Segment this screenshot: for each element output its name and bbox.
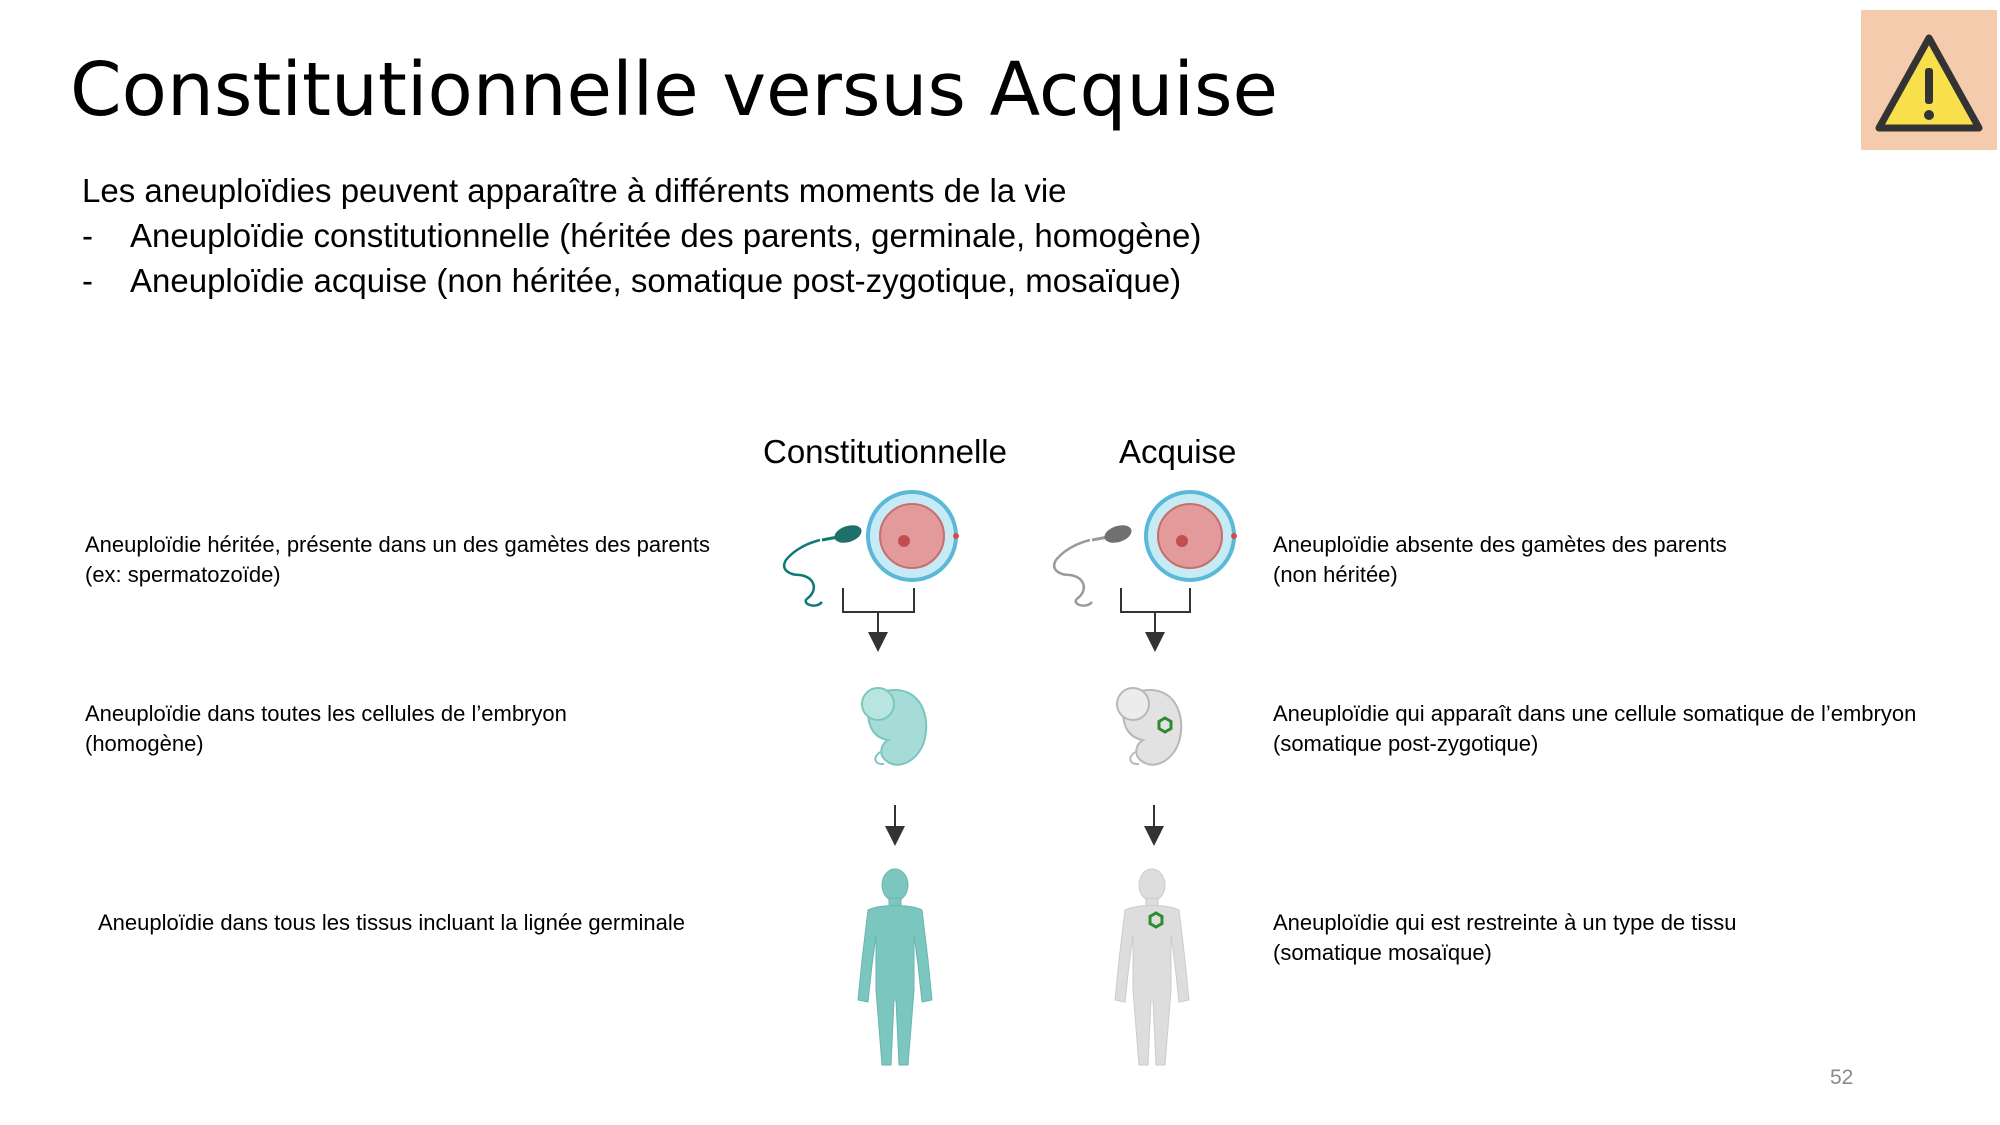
sperm-icon-acquired — [1053, 525, 1132, 607]
right-description-gamete: Aneuploïdie absente des gamètes des pare… — [1273, 532, 1727, 587]
slide-title: Constitutionnelle versus Acquise — [70, 47, 1279, 133]
mutant-tissue-marker-icon — [1148, 911, 1164, 929]
warning-badge — [1861, 10, 1997, 150]
constitutional-fertilization — [783, 490, 959, 652]
page-number: 52 — [1830, 1066, 1854, 1089]
egg-cell-icon-constitutional — [866, 490, 959, 582]
warning-triangle-icon — [1875, 34, 1983, 132]
body-icon-constitutional — [857, 868, 933, 1066]
sperm-icon-constitutional — [783, 525, 862, 607]
right-description-embryo: Aneuploïdie qui apparaît dans une cellul… — [1273, 701, 1917, 756]
acquired-fertilization — [1053, 490, 1237, 652]
column-heading-constitutional: Constitutionnelle — [763, 433, 1007, 470]
embryo-icon-acquired — [1116, 687, 1183, 766]
left-description-body: Aneuploïdie dans tous les tissus incluan… — [98, 910, 686, 935]
bullet-constitutional: - Aneuploïdie constitutionnelle (héritée… — [82, 217, 1202, 254]
bullet-acquired: - Aneuploïdie acquise (non héritée, soma… — [82, 262, 1182, 299]
mutant-cell-marker-icon — [1157, 716, 1173, 734]
left-description-gamete: Aneuploïdie héritée, présente dans un de… — [85, 532, 710, 587]
body-icon-acquired — [1114, 868, 1190, 1066]
left-description-embryo: Aneuploïdie dans toutes les cellules de … — [85, 701, 567, 756]
intro-text: Les aneuploïdies peuvent apparaître à di… — [82, 172, 1067, 209]
right-description-body: Aneuploïdie qui est restreinte à un type… — [1273, 910, 1737, 965]
intro-block: Les aneuploïdies peuvent apparaître à di… — [82, 168, 1201, 303]
embryo-icon-constitutional — [861, 687, 928, 766]
egg-cell-icon-acquired — [1144, 490, 1237, 582]
column-heading-acquired: Acquise — [1119, 433, 1237, 470]
